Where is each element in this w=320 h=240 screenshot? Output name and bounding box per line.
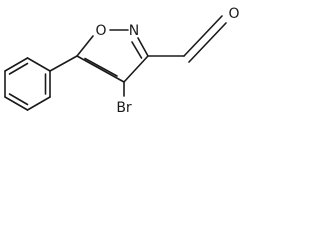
bond-phenyl-3 — [4, 96, 29, 111]
carbonyl-oxygen-label: O — [228, 6, 239, 22]
aldehyde-group — [147, 15, 227, 63]
ring-nitrogen-label: N — [129, 23, 139, 39]
ring-oxygen-label: O — [95, 23, 106, 39]
bond-c4-c5 — [76, 55, 125, 83]
bond-phenyl-1 — [4, 57, 29, 72]
molecule-diagram: O N O Br — [4, 6, 240, 116]
bond-phenyl-6 — [26, 57, 51, 72]
bond-phenyl-inner-2 — [8, 93, 29, 106]
bond-phenyl-c5 — [49, 55, 78, 72]
bond-c3-c4 — [123, 55, 149, 83]
bond-c4-c5-double — [84, 57, 118, 77]
isoxazole-ring — [76, 29, 149, 83]
bond-c5-o1 — [76, 35, 94, 57]
bond-cho-carbon-o — [183, 15, 223, 57]
phenyl-ring — [4, 57, 51, 111]
structure-canvas: O N O Br — [0, 0, 242, 142]
bromine-label: Br — [116, 100, 132, 116]
bond-n2-c3-double — [131, 41, 143, 59]
bond-phenyl-4 — [26, 96, 51, 111]
bond-n2-c3 — [137, 37, 149, 57]
bond-carbonyl-double — [188, 22, 227, 63]
bond-phenyl-inner-1 — [8, 62, 29, 75]
